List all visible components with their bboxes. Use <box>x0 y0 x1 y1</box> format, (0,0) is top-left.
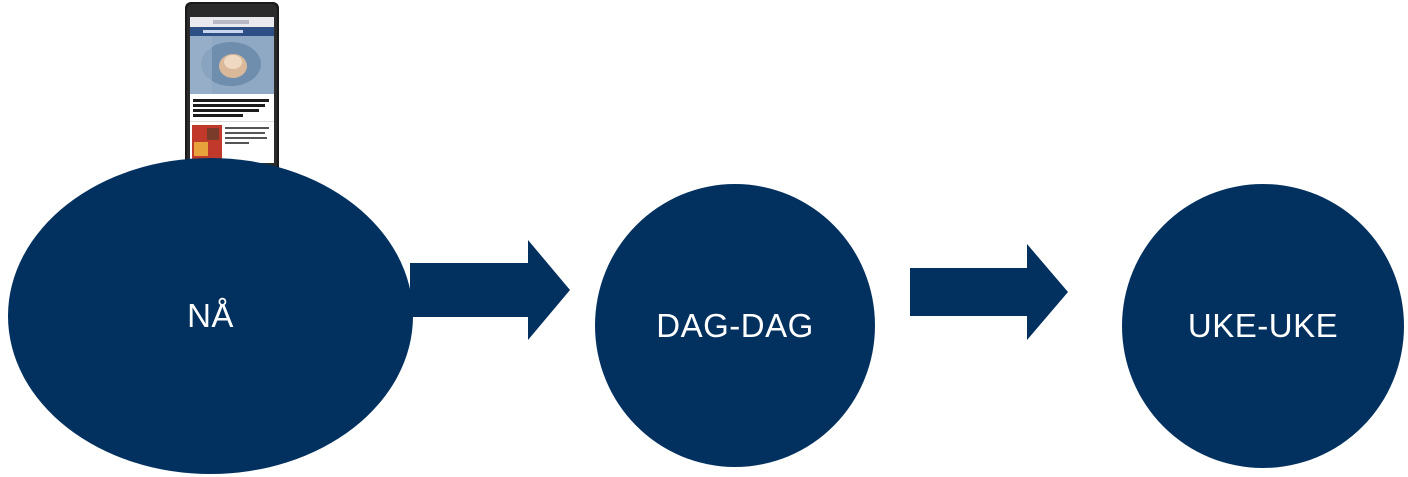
stage-label-uke-uke: UKE-UKE <box>1187 307 1339 344</box>
stage-node-na: NÅ <box>8 158 413 474</box>
arrow-shape <box>910 244 1068 340</box>
stage-label-na: NÅ <box>187 297 234 334</box>
stage-node-uke-uke: UKE-UKE <box>1122 184 1404 468</box>
arrow-right-icon <box>410 240 570 340</box>
stage-label-dag-dag: DAG-DAG <box>656 306 814 344</box>
arrow-right-icon <box>910 244 1068 340</box>
arrow-shape <box>410 240 570 340</box>
stage-node-dag-dag: DAG-DAG <box>595 184 875 467</box>
smartphone-news-app-icon <box>185 2 279 190</box>
